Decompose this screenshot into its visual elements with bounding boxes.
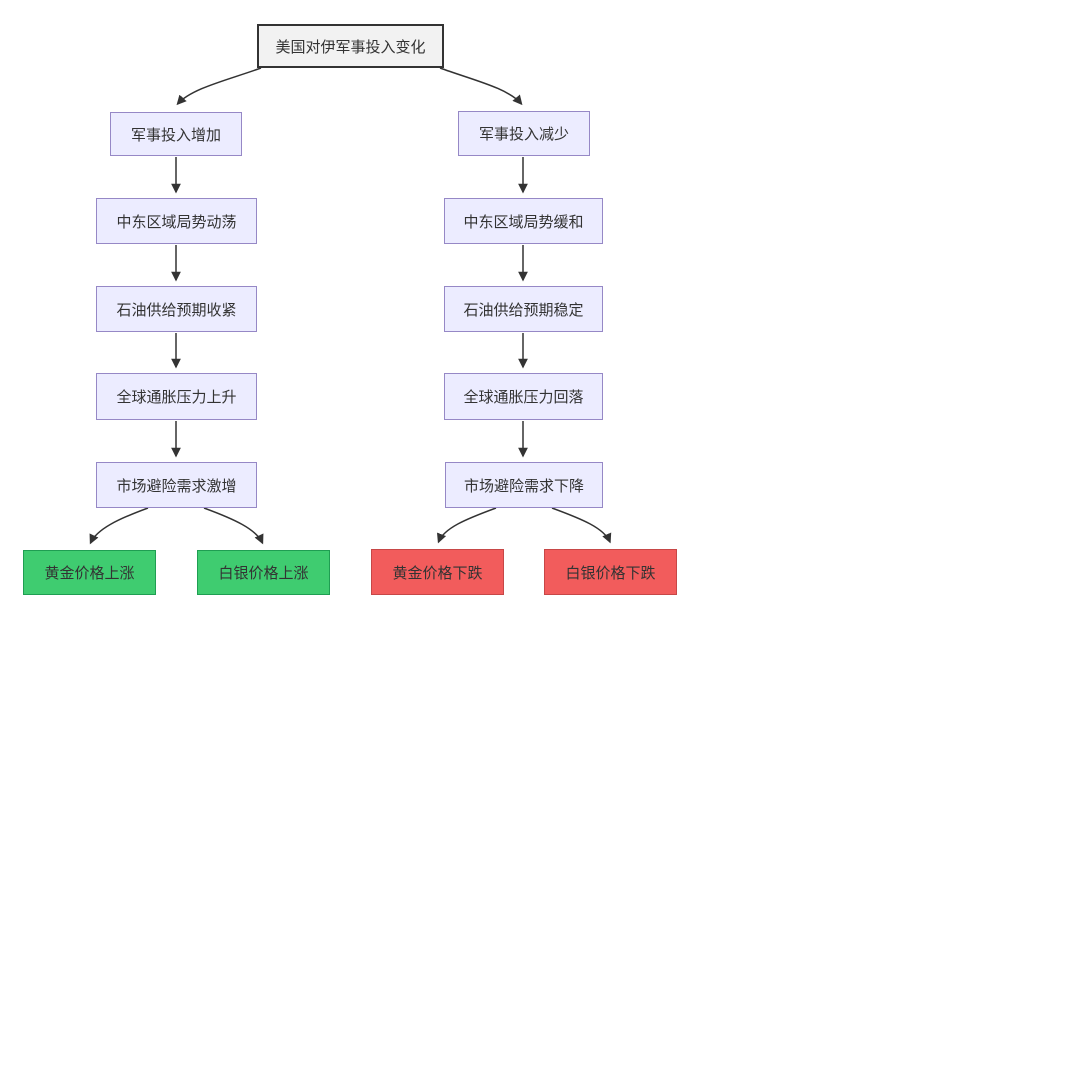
node-oil-supply-stable: 石油供给预期稳定 [444,286,603,332]
node-inflation-fall: 全球通胀压力回落 [444,373,603,420]
node-inflation-rise: 全球通胀压力上升 [96,373,257,420]
edge-hedge-decline-to-silver-down [551,507,612,544]
node-invest-decrease: 军事投入减少 [458,111,590,156]
node-root: 美国对伊军事投入变化 [257,24,444,68]
node-invest-increase: 军事投入增加 [110,112,242,156]
node-gold-price-down: 黄金价格下跌 [371,549,504,595]
node-mideast-turmoil: 中东区域局势动荡 [96,198,257,244]
edge-hedge-surge-to-silver-up [203,507,264,545]
edge-hedge-decline-to-gold-down [437,507,497,544]
node-hedge-demand-surge: 市场避险需求激增 [96,462,257,508]
edge-hedge-surge-to-gold-up [89,507,149,545]
node-silver-price-down: 白银价格下跌 [544,549,677,595]
node-hedge-demand-decline: 市场避险需求下降 [445,462,603,508]
node-mideast-ease: 中东区域局势缓和 [444,198,603,244]
node-oil-supply-tighten: 石油供给预期收紧 [96,286,257,332]
edge-root-to-decrease [439,67,523,106]
node-silver-price-up: 白银价格上涨 [197,550,330,595]
node-gold-price-up: 黄金价格上涨 [23,550,156,595]
edge-root-to-increase [176,67,262,106]
